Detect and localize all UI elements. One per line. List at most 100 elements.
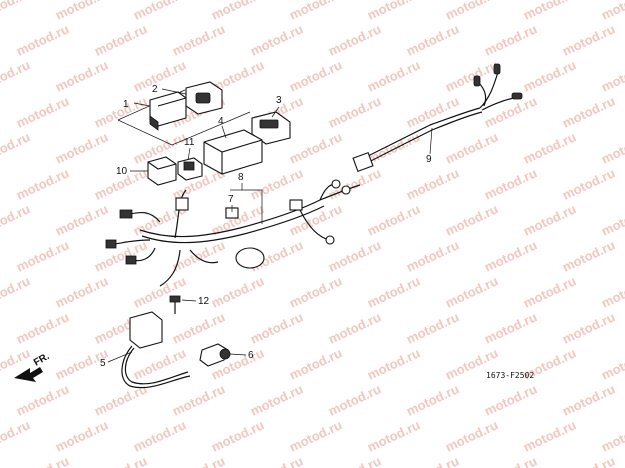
- watermark-text: motod.ru: [599, 345, 625, 382]
- part-1-relay: [149, 91, 187, 131]
- watermark-text: motod.ru: [599, 417, 625, 454]
- watermark-text: motod.ru: [0, 57, 32, 94]
- watermark-text: motod.ru: [0, 273, 32, 310]
- watermark-text: motod.ru: [92, 21, 149, 58]
- watermark-text: motod.ru: [248, 21, 305, 58]
- watermark-text: motod.ru: [131, 417, 188, 454]
- watermark-text: motod.ru: [14, 237, 71, 274]
- direction-label: FR.: [32, 351, 52, 369]
- callout-2: 2: [152, 84, 158, 95]
- callout-7: 7: [228, 194, 234, 205]
- callout-5: 5: [100, 358, 106, 369]
- watermark-text: motod.ru: [560, 93, 617, 130]
- watermark-text: motod.ru: [560, 165, 617, 202]
- callout-9: 9: [426, 154, 432, 165]
- watermark-text: motod.ru: [0, 0, 32, 23]
- watermark-text: motod.ru: [14, 309, 71, 346]
- watermark-text: motod.ru: [521, 129, 578, 166]
- part-11-relay: [177, 157, 203, 181]
- part-2-relay: [185, 81, 223, 115]
- callout-12: 12: [198, 296, 210, 307]
- watermark-text: motod.ru: [365, 0, 422, 23]
- watermark-text: motod.ru: [560, 309, 617, 346]
- watermark-text: motod.ru: [560, 237, 617, 274]
- callout-4: 4: [218, 116, 224, 127]
- watermark-text: motod.ru: [404, 165, 461, 202]
- watermark-text: motod.ru: [365, 273, 422, 310]
- watermark-text: motod.ru: [365, 57, 422, 94]
- watermark-text: motod.ru: [131, 57, 188, 94]
- watermark-text: motod.ru: [365, 129, 422, 166]
- watermark-text: motod.ru: [0, 201, 32, 238]
- part-12-bolt: [169, 295, 181, 314]
- watermark-text: motod.ru: [599, 201, 625, 238]
- arrow-icon: [14, 367, 43, 382]
- watermark-text: motod.ru: [287, 417, 344, 454]
- watermark-text: motod.ru: [404, 381, 461, 418]
- part-9-sub-harness: [352, 63, 523, 173]
- watermark-text: motod.ru: [0, 129, 32, 166]
- watermark-text: motod.ru: [248, 165, 305, 202]
- watermark-text: motod.ru: [14, 381, 71, 418]
- callout-3: 3: [276, 95, 282, 106]
- watermark-text: motod.ru: [0, 417, 32, 454]
- watermark-text: motod.ru: [482, 21, 539, 58]
- watermark-text: motod.ru: [521, 417, 578, 454]
- watermark-text: motod.ru: [599, 129, 625, 166]
- watermark-text: motod.ru: [443, 273, 500, 310]
- watermark-text: motod.ru: [443, 201, 500, 238]
- watermark-text: motod.ru: [248, 381, 305, 418]
- callout-6: 6: [248, 350, 254, 361]
- watermark-text: motod.ru: [326, 93, 383, 130]
- watermark-text: motod.ru: [443, 129, 500, 166]
- watermark-text: motod.ru: [209, 273, 266, 310]
- callout-1: 1: [123, 99, 129, 110]
- watermark-text: motod.ru: [482, 453, 539, 468]
- watermark-text: motod.ru: [92, 381, 149, 418]
- watermark-text: motod.ru: [521, 201, 578, 238]
- watermark-text: motod.ru: [287, 273, 344, 310]
- watermark-text: motod.ru: [326, 21, 383, 58]
- watermark-text: motod.ru: [599, 273, 625, 310]
- watermark-text: motod.ru: [599, 0, 625, 23]
- watermark-text: motod.ru: [53, 129, 110, 166]
- watermark-text: motod.ru: [521, 0, 578, 23]
- watermark-text: motod.ru: [170, 309, 227, 346]
- watermark-text: motod.ru: [326, 309, 383, 346]
- watermark-text: motod.ru: [131, 0, 188, 23]
- callout-10: 10: [116, 166, 128, 177]
- watermark-text: motod.ru: [521, 273, 578, 310]
- watermark-text: motod.ru: [482, 381, 539, 418]
- watermark-text: motod.ru: [326, 453, 383, 468]
- watermark-text: motod.ru: [92, 453, 149, 468]
- watermark-text: motod.ru: [404, 309, 461, 346]
- watermark-text: motod.ru: [287, 345, 344, 382]
- watermark-text: motod.ru: [53, 57, 110, 94]
- watermark-text: motod.ru: [53, 417, 110, 454]
- watermark-text: motod.ru: [92, 93, 149, 130]
- watermark-text: motod.ru: [365, 345, 422, 382]
- watermark-text: motod.ru: [404, 237, 461, 274]
- watermark-text: motod.ru: [14, 93, 71, 130]
- watermark-text: motod.ru: [404, 21, 461, 58]
- watermark-text: motod.ru: [326, 381, 383, 418]
- watermark-text: motod.ru: [599, 57, 625, 94]
- watermark-text: motod.ru: [404, 93, 461, 130]
- watermark-text: motod.ru: [14, 21, 71, 58]
- callout-11: 11: [184, 137, 195, 148]
- watermark-text: motod.ru: [14, 165, 71, 202]
- watermark-text: motod.ru: [248, 309, 305, 346]
- watermark-text: motod.ru: [287, 57, 344, 94]
- watermark-text: motod.ru: [560, 453, 617, 468]
- watermark-text: motod.ru: [53, 201, 110, 238]
- watermark-text: motod.ru: [131, 273, 188, 310]
- watermark-text: motod.ru: [521, 57, 578, 94]
- watermark-text: motod.ru: [365, 201, 422, 238]
- callout-8: 8: [238, 172, 244, 183]
- watermark-text: motod.ru: [482, 165, 539, 202]
- watermark-text: motod.ru: [443, 0, 500, 23]
- watermark-text: motod.ru: [170, 453, 227, 468]
